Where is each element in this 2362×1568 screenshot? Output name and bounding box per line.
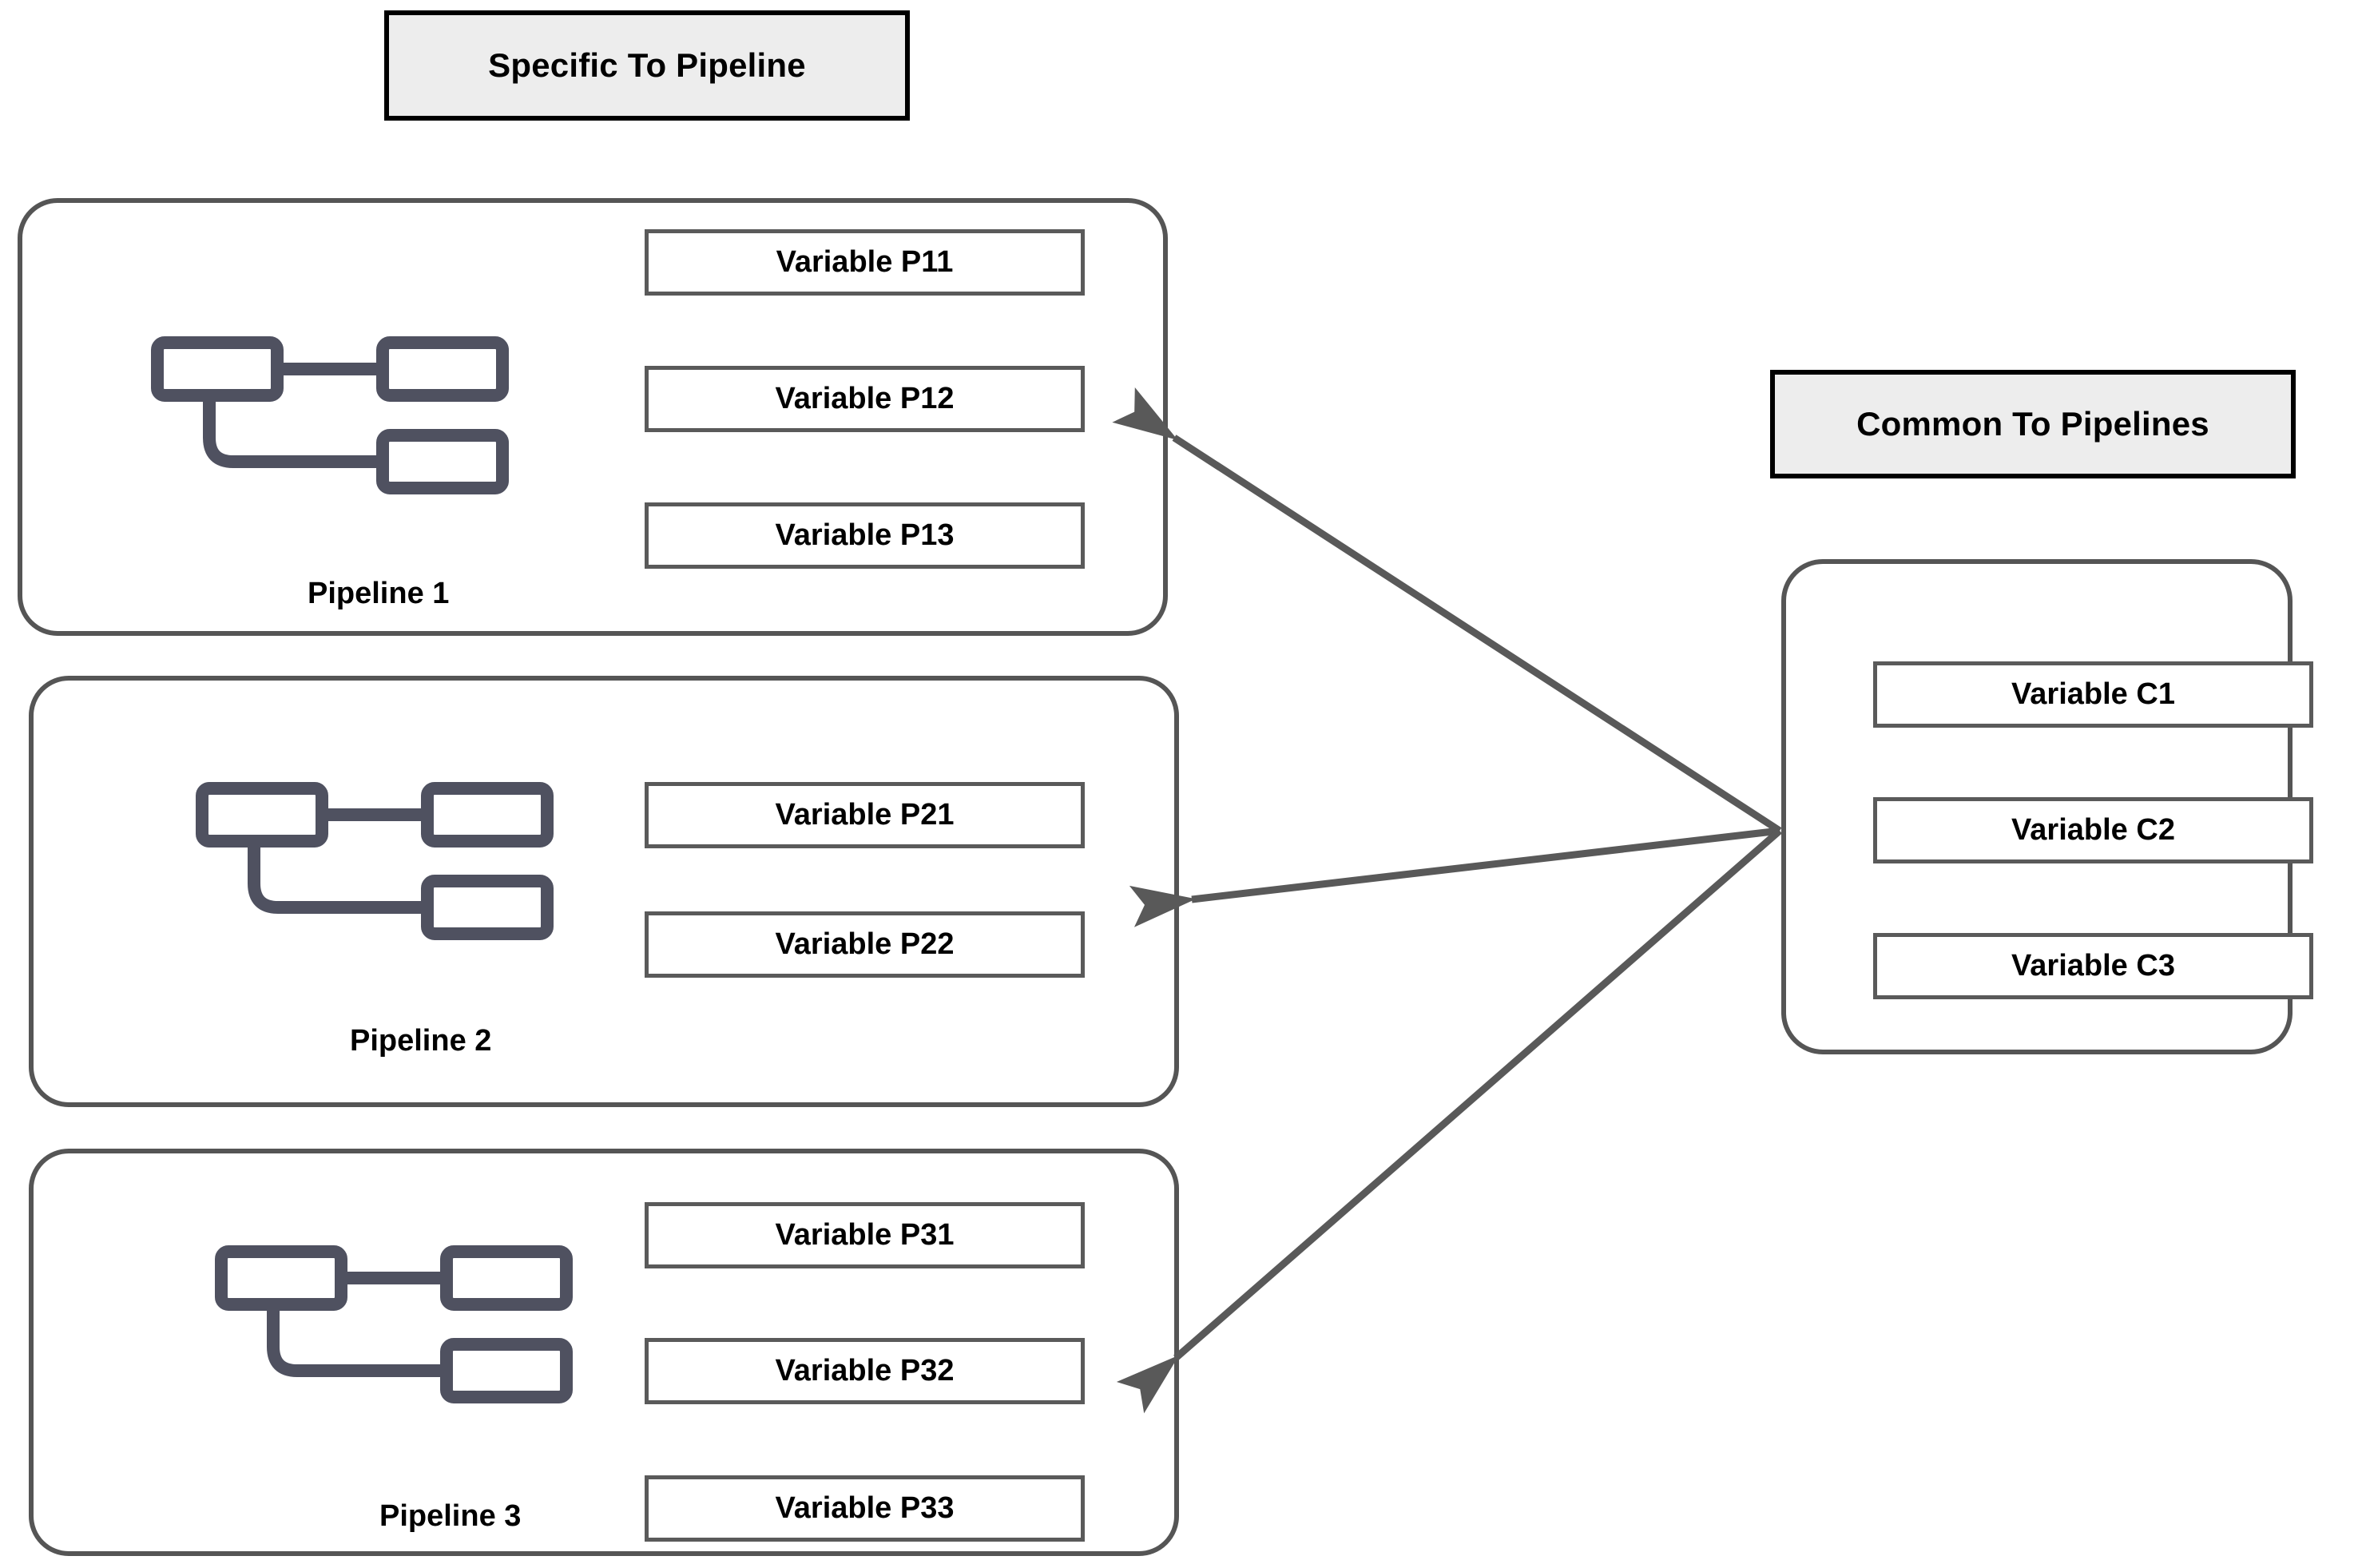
- pipeline-group-2[interactable]: [29, 676, 1179, 1107]
- variable-box-p32[interactable]: Variable P32: [645, 1338, 1085, 1404]
- pipeline-tree-icon-3: [214, 1244, 574, 1404]
- variable-label-p21: Variable P21: [775, 798, 955, 832]
- variable-label-p32: Variable P32: [775, 1354, 955, 1387]
- legend-common-to-pipelines: Common To Pipelines: [1770, 370, 2296, 478]
- variable-label-p12: Variable P12: [775, 382, 955, 415]
- pipeline-caption-3: Pipeline 3: [379, 1499, 522, 1533]
- variable-label-p31: Variable P31: [775, 1218, 955, 1252]
- variable-label-c2: Variable C2: [2011, 813, 2175, 847]
- variable-box-p13[interactable]: Variable P13: [645, 502, 1085, 569]
- pipeline-caption-2: Pipeline 2: [350, 1024, 492, 1058]
- variable-box-p33[interactable]: Variable P33: [645, 1475, 1085, 1542]
- pipeline-tree-icon-2: [195, 781, 554, 941]
- variable-box-c2[interactable]: Variable C2: [1873, 797, 2313, 863]
- variable-box-p12[interactable]: Variable P12: [645, 366, 1085, 432]
- variable-label-p33: Variable P33: [775, 1491, 955, 1525]
- variable-label-c3: Variable C3: [2011, 949, 2175, 982]
- variable-box-c1[interactable]: Variable C1: [1873, 661, 2313, 728]
- variable-box-p22[interactable]: Variable P22: [645, 911, 1085, 978]
- pipeline-tree-icon-1: [150, 335, 510, 495]
- arrow-common-to-pipeline-1: [1112, 387, 1782, 834]
- variable-label-c1: Variable C1: [2011, 677, 2175, 711]
- variable-box-p21[interactable]: Variable P21: [645, 782, 1085, 848]
- variable-label-p22: Variable P22: [775, 927, 955, 961]
- pipeline-caption-1: Pipeline 1: [308, 577, 450, 610]
- legend-specific-to-pipeline: Specific To Pipeline: [384, 10, 910, 121]
- variable-box-p31[interactable]: Variable P31: [645, 1202, 1085, 1268]
- legend-specific-label: Specific To Pipeline: [488, 46, 806, 84]
- variable-box-c3[interactable]: Variable C3: [1873, 933, 2313, 999]
- variable-label-p13: Variable P13: [775, 518, 955, 552]
- variable-box-p11[interactable]: Variable P11: [645, 229, 1085, 296]
- variable-label-p11: Variable P11: [776, 245, 954, 279]
- arrow-common-to-pipeline-2: [1129, 827, 1780, 927]
- arrow-common-to-pipeline-3: [1116, 828, 1782, 1414]
- legend-common-label: Common To Pipelines: [1856, 405, 2209, 443]
